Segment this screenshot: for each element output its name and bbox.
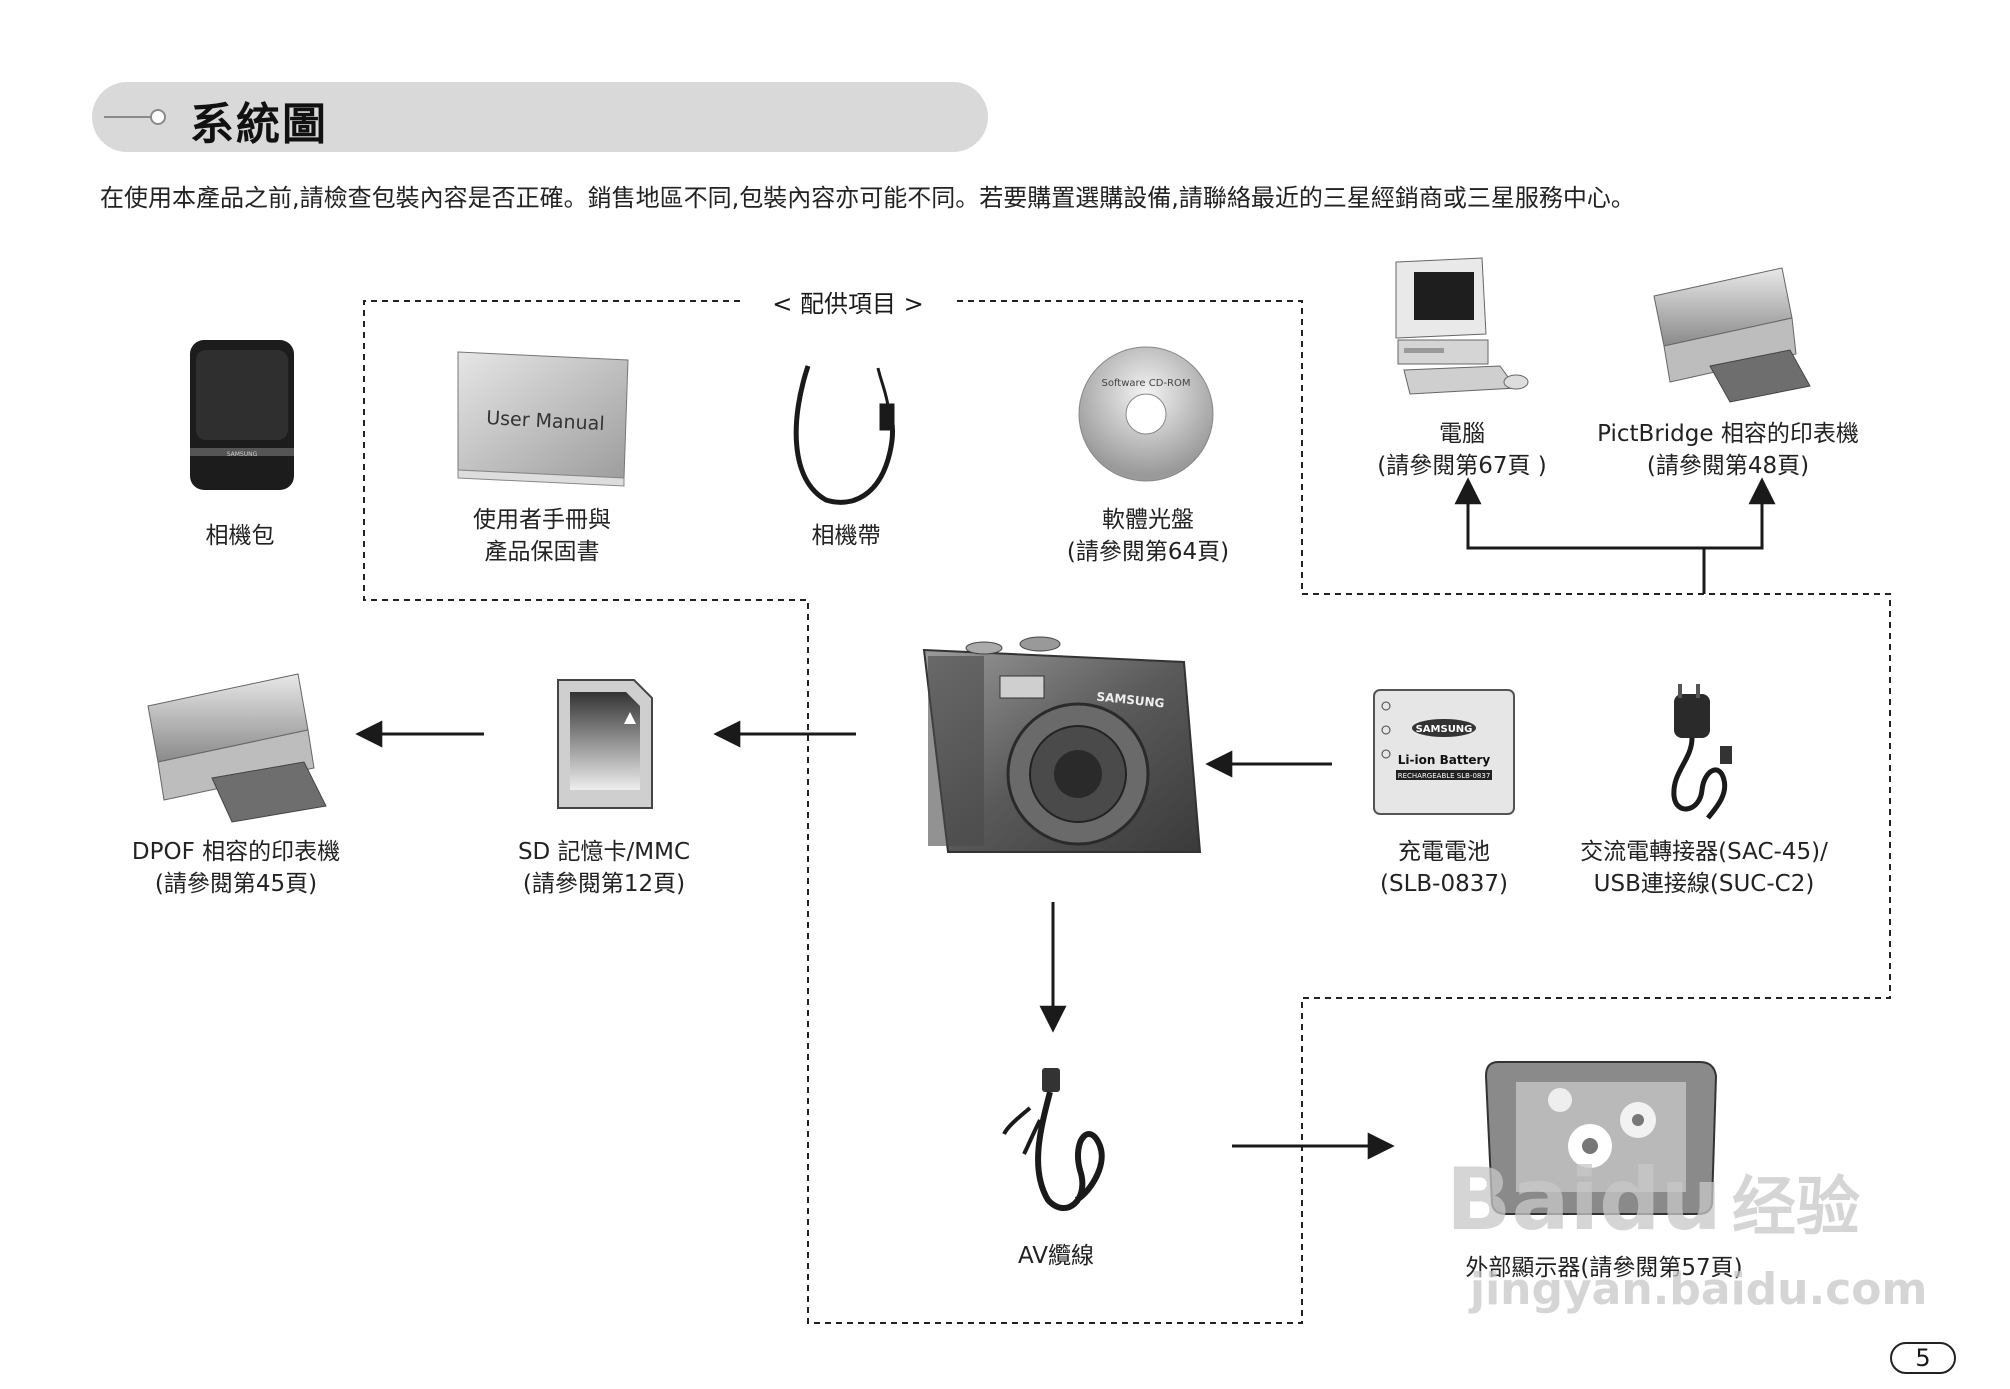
user-manual-name: 使用者手冊與 — [473, 507, 611, 533]
title-decor-line — [104, 116, 158, 118]
user-manual-image: User Manual — [457, 351, 629, 487]
sd-card-label: SD 記憶卡/MMC (請參閱第12頁) — [518, 836, 690, 900]
strap-label: 相機帶 — [812, 520, 881, 552]
pictbridge-printer-image — [1653, 267, 1811, 403]
av-cable-label: AV纜線 — [1018, 1240, 1094, 1272]
svg-text:SAMSUNG: SAMSUNG — [227, 451, 258, 458]
included-items-label: < 配供項目 > — [760, 284, 936, 319]
dpof-printer-name: DPOF 相容的印表機 — [131, 839, 341, 865]
included-items-boundary — [363, 300, 1891, 1324]
external-monitor-label: 外部顯示器(請參閱第57頁) — [1465, 1252, 1742, 1284]
svg-text:Software CD-ROM: Software CD-ROM — [1102, 378, 1191, 389]
external-monitor-name: 外部顯示器(請參閱第57頁) — [1465, 1255, 1743, 1281]
user-manual-name-2: 產品保固書 — [484, 539, 600, 565]
ac-adapter-label: 交流電轉接器(SAC-45)/ USB連接線(SUC-C2) — [1580, 836, 1828, 900]
software-cd-ref: (請參閱第64頁) — [1066, 539, 1230, 565]
pc-image — [1395, 257, 1529, 395]
dpof-printer-ref: (請參閱第45頁) — [154, 871, 318, 897]
watermark-url: jingyan.baidu.com — [1470, 1264, 1928, 1315]
camera-case-label: 相機包 — [206, 520, 275, 552]
pictbridge-printer-name: PictBridge 相容的印表機 — [1597, 421, 1859, 447]
connection-arrows — [355, 477, 1776, 1160]
battery-name: 充電電池 — [1397, 839, 1490, 865]
pc-ref: (請參閱第67頁 ) — [1377, 453, 1547, 479]
battery-image: SAMSUNG Li-ion Battery RECHARGEABLE SLB-… — [1373, 689, 1515, 815]
dpof-printer-image — [147, 673, 327, 823]
pc-name: 電腦 — [1439, 421, 1485, 447]
sd-card-image — [557, 679, 653, 809]
intro-text: 在使用本產品之前,請檢查包裝內容是否正確。銷售地區不同,包裝內容亦可能不同。若要… — [100, 184, 1635, 212]
page-number: 5 — [1890, 1342, 1956, 1374]
sd-card-name: SD 記憶卡/MMC — [517, 839, 691, 865]
connector-usb-branch — [1466, 482, 1706, 594]
external-monitor-image — [1484, 1061, 1718, 1215]
ac-adapter-name: 交流電轉接器(SAC-45)/ — [1580, 839, 1828, 865]
strap-name: 相機帶 — [811, 523, 881, 549]
battery-label: 充電電池 (SLB-0837) — [1380, 836, 1508, 900]
pictbridge-printer-ref: (請參閱第48頁) — [1646, 453, 1810, 479]
camera-image: SAMSUNG — [922, 636, 1202, 853]
sd-card-ref: (請參閱第12頁) — [522, 871, 686, 897]
usb-cable-name: USB連接線(SUC-C2) — [1593, 871, 1815, 897]
strap-image — [793, 365, 896, 505]
av-cable-name: AV纜線 — [1018, 1243, 1094, 1269]
software-cd-name: 軟體光盤 — [1102, 507, 1194, 533]
av-cable-image — [1002, 1068, 1105, 1211]
svg-text:RECHARGEABLE SLB-0837: RECHARGEABLE SLB-0837 — [1398, 772, 1491, 780]
software-cd-label: 軟體光盤 (請參閱第64頁) — [1067, 504, 1229, 568]
pc-label: 電腦 (請參閱第67頁 ) — [1377, 418, 1547, 482]
pictbridge-printer-label: PictBridge 相容的印表機 (請參閱第48頁) — [1597, 418, 1859, 482]
battery-model: (SLB-0837) — [1380, 871, 1508, 897]
camera-case-image: SAMSUNG — [190, 340, 294, 490]
page-title: 系統圖 — [190, 99, 328, 150]
title-decor-dot — [150, 109, 166, 125]
camera-case-name: 相機包 — [205, 523, 275, 549]
software-cd-image: Software CD-ROM — [1078, 346, 1214, 482]
user-manual-label: 使用者手冊與 產品保固書 — [473, 504, 611, 568]
svg-text:Li-ion Battery: Li-ion Battery — [1398, 753, 1491, 767]
svg-text:SAMSUNG: SAMSUNG — [1416, 724, 1473, 735]
ac-adapter-image — [1671, 684, 1732, 820]
title-bar — [92, 82, 988, 152]
dpof-printer-label: DPOF 相容的印表機 (請參閱第45頁) — [132, 836, 340, 900]
